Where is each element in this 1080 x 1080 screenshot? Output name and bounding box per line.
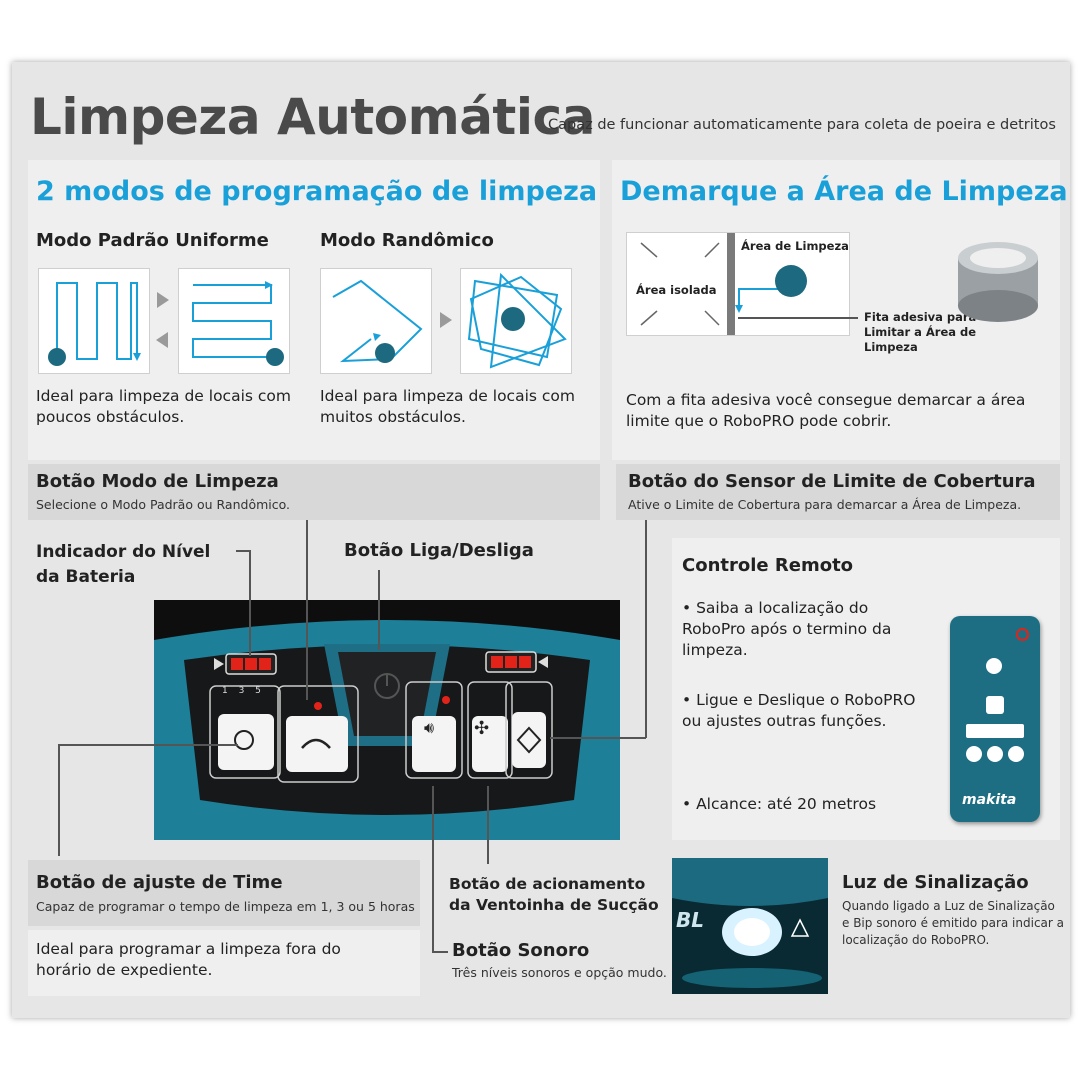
mode-button-band	[28, 464, 600, 520]
standard-mode-title: Modo Padrão Uniforme	[36, 230, 269, 251]
page-title: Limpeza Automática	[30, 88, 595, 146]
pattern-icon	[966, 724, 1024, 738]
mode-button-title: Botão Modo de Limpeza	[36, 471, 279, 492]
fan-icon	[966, 746, 982, 762]
random-mode-title: Modo Randômico	[320, 230, 494, 251]
timer-digits: 1 3 5	[222, 686, 265, 696]
standard-mode-description: Ideal para limpeza de locais com poucos …	[36, 387, 291, 426]
modes-heading: 2 modos de programação de limpeza	[36, 176, 598, 207]
tape-label: Fita adesiva para Limitar a Área de Limp…	[864, 310, 977, 354]
arrow-right-icon	[440, 312, 452, 328]
cleaning-area-label: Área de Limpeza	[741, 239, 849, 253]
mode-callout-line	[306, 520, 308, 700]
timer-band	[28, 860, 420, 926]
signal-light-description: Quando ligado a Luz de Sinalização e Bip…	[842, 899, 1064, 947]
sensor-button-description: Ative o Limite de Cobertura para demarca…	[628, 497, 1022, 512]
adhesive-tape-image	[952, 238, 1044, 326]
sound-icon	[987, 746, 1003, 762]
arrow-left-icon	[156, 332, 168, 348]
signal-light-title: Luz de Sinalização	[842, 872, 1029, 893]
isolated-area-label: Área isolada	[636, 283, 717, 297]
timer-note: Ideal para programar a limpeza fora do h…	[36, 940, 341, 979]
battery-indicator-label: Indicador do Nível da Bateria	[36, 542, 211, 587]
timer-callout-line	[58, 744, 238, 746]
area-description: Com a fita adesiva você consegue demarca…	[626, 391, 1026, 430]
area-diagram	[626, 232, 850, 336]
mode-icon	[986, 696, 1004, 714]
fan-callout-line	[487, 786, 489, 864]
sensor-button-title: Botão do Sensor de Limite de Cobertura	[628, 471, 1036, 492]
arrow-right-icon	[157, 292, 169, 308]
timer-callout-line	[58, 744, 60, 856]
sound-button-description: Três níveis sonoros e opção mudo.	[452, 965, 667, 980]
standard-pattern-vertical-diagram	[38, 268, 150, 374]
power-button-label: Botão Liga/Desliga	[344, 540, 534, 561]
sound-button-icon: 🔊︎	[424, 718, 435, 737]
random-pattern-diagram	[320, 268, 432, 374]
sound-callout-line	[432, 951, 448, 953]
fan-button-icon: ✣	[474, 718, 490, 739]
remote-bullet: • Alcance: até 20 metros	[682, 795, 877, 813]
remote-bullet: • Ligue e Deslique o RoboPRO ou ajustes …	[682, 691, 916, 730]
control-panel-photo	[154, 600, 620, 840]
play-pause-icon	[986, 658, 1002, 674]
sensor-button-band	[616, 464, 1060, 520]
power-icon	[1016, 628, 1029, 641]
timer-note-panel	[28, 930, 420, 996]
signal-light-photo: BL	[672, 858, 828, 994]
page-subtitle: Capaz de funcionar automaticamente para …	[548, 117, 1056, 133]
sensor-callout-line	[550, 737, 646, 739]
standard-pattern-horizontal-diagram	[178, 268, 290, 374]
tape-callout-line	[738, 317, 858, 319]
sound-button-title: Botão Sonoro	[452, 940, 590, 961]
makita-logo: makita	[962, 792, 1017, 808]
battery-callout-line	[249, 550, 251, 656]
sensor-callout-line	[645, 520, 647, 738]
timer-title: Botão de ajuste de Time	[36, 872, 283, 893]
timer-icon	[1008, 746, 1024, 762]
mode-button-description: Selecione o Modo Padrão ou Randômico.	[36, 497, 291, 512]
remote-title: Controle Remoto	[682, 555, 854, 576]
remote-bullet: • Saiba a localização do RoboPro após o …	[682, 599, 892, 659]
battery-callout-line	[236, 550, 250, 552]
lettering-bl: BL	[676, 908, 704, 932]
area-heading: Demarque a Área de Limpeza	[620, 176, 1068, 207]
timer-description: Capaz de programar o tempo de limpeza em…	[36, 899, 415, 914]
fan-button-title: Botão de acionamento da Ventoinha de Suc…	[449, 875, 659, 914]
random-mode-description: Ideal para limpeza de locais com muitos …	[320, 387, 575, 426]
power-callout-line	[378, 570, 380, 650]
remote-control-image: makita	[950, 616, 1040, 822]
sound-callout-line	[432, 786, 434, 952]
random-pattern-result-diagram	[460, 268, 572, 374]
